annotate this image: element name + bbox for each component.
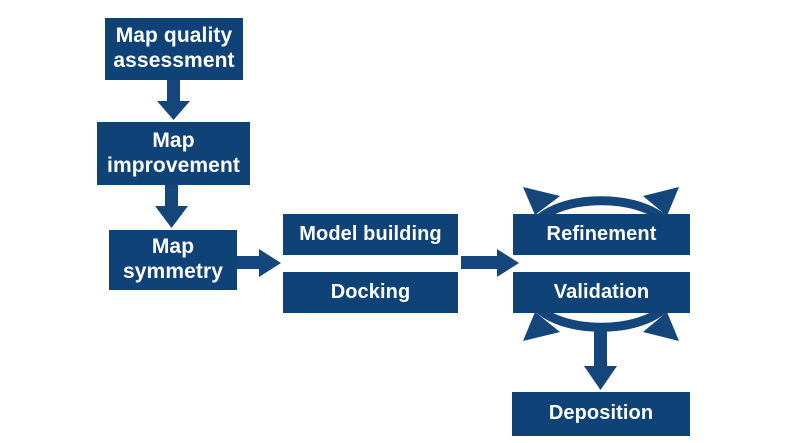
- node-label: Map symmetry: [111, 235, 235, 285]
- node-label-line2: assessment: [113, 49, 235, 72]
- node-map-quality-assessment[interactable]: Map quality assessment: [105, 18, 243, 80]
- node-label-line2: symmetry: [122, 260, 224, 283]
- node-model-building[interactable]: Model building: [283, 214, 458, 255]
- node-label: Model building: [299, 222, 442, 245]
- node-docking[interactable]: Docking: [283, 272, 458, 313]
- node-label: Map improvement: [95, 129, 252, 179]
- arrow-map-improvement-to-map-symmetry: [155, 185, 188, 228]
- node-label: Docking: [330, 280, 411, 303]
- arrow-map-symmetry-to-build-dock: [237, 249, 281, 277]
- node-map-improvement[interactable]: Map improvement: [97, 122, 250, 185]
- arrow-build-dock-to-refine-validate: [461, 249, 519, 277]
- node-label: Map quality assessment: [101, 24, 246, 74]
- node-label-line1: Map: [151, 235, 195, 259]
- arrow-cycle-to-deposition: [584, 330, 617, 390]
- node-label-line1: Map: [152, 128, 195, 152]
- node-refinement[interactable]: Refinement: [513, 214, 690, 255]
- node-map-symmetry[interactable]: Map symmetry: [109, 230, 237, 290]
- node-validation[interactable]: Validation: [513, 272, 690, 313]
- node-label: Validation: [553, 280, 650, 303]
- arrow-map-quality-to-map-improvement: [157, 80, 190, 120]
- node-deposition[interactable]: Deposition: [512, 392, 690, 436]
- node-label-line1: Map quality: [115, 24, 233, 48]
- node-label-line2: improvement: [107, 153, 240, 177]
- node-label: Refinement: [546, 222, 657, 245]
- node-label: Deposition: [548, 402, 654, 425]
